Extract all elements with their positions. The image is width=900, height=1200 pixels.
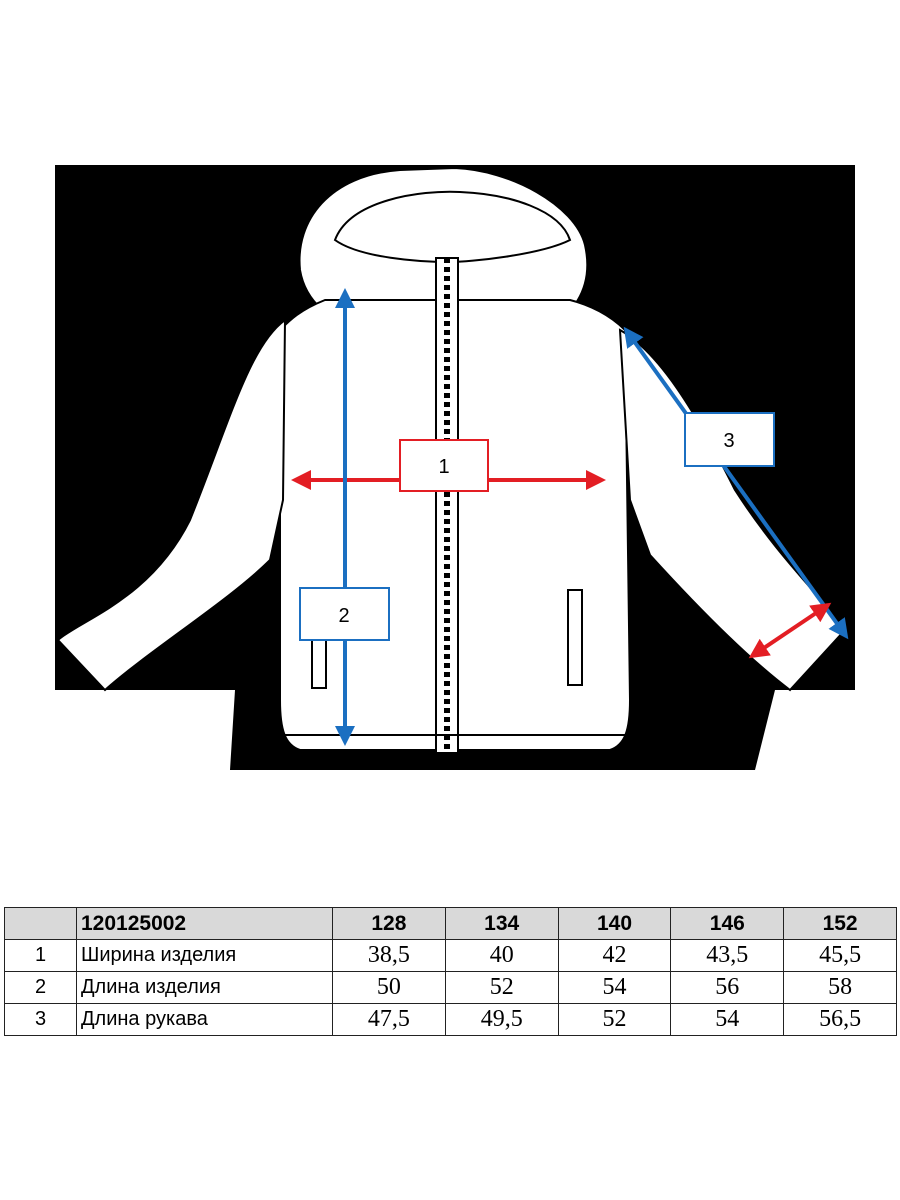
label-box-3 [684,412,775,467]
row-value: 54 [670,1003,785,1036]
corner-cell [4,907,77,940]
size-header: 146 [670,907,785,940]
size-header: 134 [444,907,559,940]
row-value: 58 [783,971,897,1004]
row-value: 54 [557,971,672,1004]
sleeve-arrow [623,326,849,640]
label-3: 3 [723,430,734,452]
size-table: 120125002 128 134 140 146 152 1 Ширина и… [4,907,897,1036]
label-box-2 [299,587,390,641]
row-value: 56 [670,971,785,1004]
size-header: 128 [332,907,446,940]
size-table-header: 120125002 128 134 140 146 152 [4,907,897,940]
table-row: 1 Ширина изделия 38,5 40 42 43,5 45,5 [4,939,897,972]
row-value: 45,5 [783,939,897,972]
row-parameter: Ширина изделия [76,939,333,972]
row-parameter: Длина рукава [76,1003,333,1036]
row-number: 2 [4,971,77,1004]
table-row: 3 Длина рукава 47,5 49,5 52 54 56,5 [4,1003,897,1036]
label-box-1 [399,439,489,492]
jacket-measurement-diagram: 1 2 3 [55,165,855,770]
article-number: 120125002 [76,907,333,940]
row-value: 43,5 [670,939,785,972]
label-2: 2 [338,605,349,627]
table-row: 2 Длина изделия 50 52 54 56 58 [4,971,897,1004]
row-value: 56,5 [783,1003,897,1036]
row-value: 52 [557,1003,672,1036]
row-value: 49,5 [444,1003,559,1036]
cuff-arrow [748,602,832,659]
label-1: 1 [438,456,449,478]
row-value: 38,5 [332,939,446,972]
row-value: 42 [557,939,672,972]
row-number: 1 [4,939,77,972]
row-value: 40 [444,939,559,972]
size-header: 140 [557,907,672,940]
row-value: 47,5 [332,1003,446,1036]
row-value: 52 [444,971,559,1004]
size-header: 152 [783,907,897,940]
row-parameter: Длина изделия [76,971,333,1004]
row-number: 3 [4,1003,77,1036]
row-value: 50 [332,971,446,1004]
